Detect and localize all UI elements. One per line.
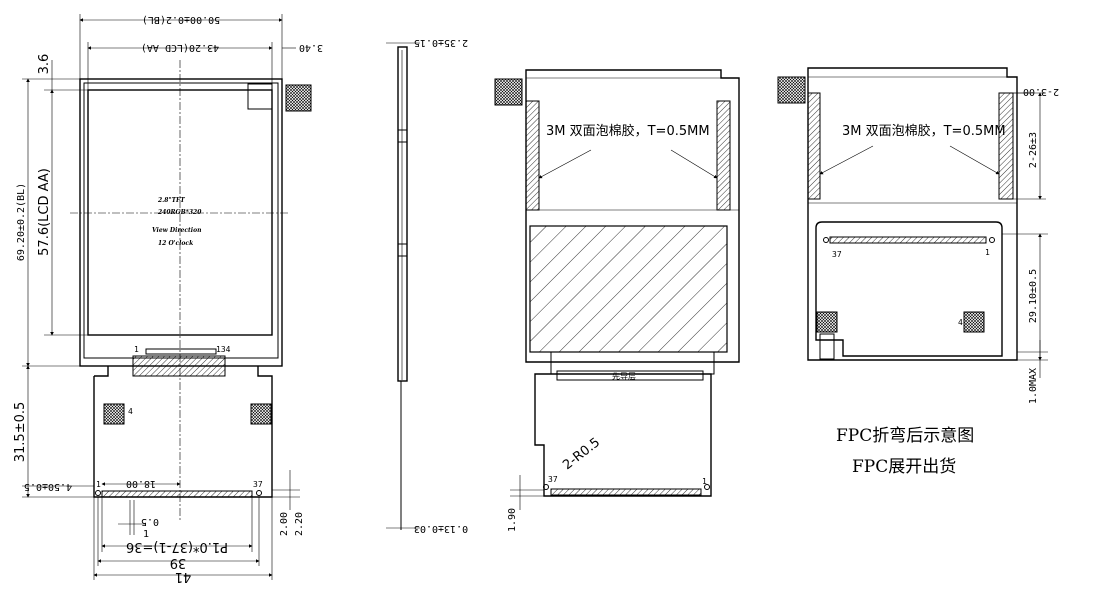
- bent-pad-4: [963, 311, 985, 333]
- bent-tape-left: [807, 92, 821, 200]
- dim-fpc-length: 31.5±0.5: [13, 402, 28, 463]
- dim-lcd-aa-height: 57.6(LCD AA): [37, 168, 52, 256]
- rear-tape-left: [525, 100, 540, 211]
- fpc-outline: [93, 366, 273, 498]
- dim-pin-height-2: 2.20: [294, 512, 305, 536]
- dim-bl-width: 50.00±0.2(BL): [142, 14, 220, 25]
- panel-label-view: View Direction: [152, 227, 201, 234]
- dim-pin-width: 0.5: [141, 516, 159, 527]
- fpc-hole-right: [256, 490, 262, 496]
- bent-tape-right: [998, 92, 1014, 200]
- dim-pitch: P1.0*(37-1)=36: [126, 539, 228, 554]
- bent-tape-note: 3M 双面泡棉胶，T=0.5MM: [842, 123, 1006, 139]
- dim-fpc-inner-width: 39: [170, 555, 187, 570]
- dim-top-gap: 3.6: [37, 54, 52, 75]
- ic-pad: [247, 83, 273, 110]
- dim-side-thickness: 2.35±0.15: [414, 37, 468, 48]
- bent-gold-fingers: [829, 236, 987, 244]
- dim-fpc-width: 41: [175, 569, 192, 584]
- rear-tab-left: [494, 78, 523, 106]
- panel-label-clock: 12 O'clock: [158, 240, 193, 247]
- bent-pin-1: 1: [985, 248, 990, 257]
- dim-pin-span: 18.00: [126, 478, 156, 489]
- panel-pin-first: 1: [134, 345, 139, 354]
- backlight-outline: [79, 78, 283, 367]
- dim-tape-length: 2-26±3: [1028, 132, 1039, 168]
- bezel-inner: [83, 82, 279, 359]
- bent-fpc-outline: [815, 221, 1003, 357]
- bent-pin-37: 37: [832, 250, 842, 259]
- dim-fpc-margin: 4.50±0.5: [24, 481, 72, 492]
- caption-after-bend: FPC折弯后示意图: [836, 426, 974, 446]
- dim-right-gap: 3.40: [299, 42, 323, 53]
- rear-gold-fingers: [550, 488, 702, 496]
- rear-pin-first: 1: [702, 477, 707, 486]
- fpc-pin-1: 1: [96, 480, 101, 489]
- rear-tape-right: [716, 100, 731, 211]
- dim-fpc-thickness: 0.13±0.03: [414, 523, 468, 534]
- dim-tape-width: 2-3.00: [1023, 86, 1059, 97]
- rear-fpc-marking: 先导层: [612, 371, 636, 381]
- front-view: 2.8"TFT 240RGB*320 View Direction 12 O'c…: [13, 14, 323, 584]
- side-bump-2: [397, 243, 408, 257]
- rear-radius: 2-R0.5: [560, 435, 603, 473]
- dim-max-gap: 1.0MAX: [1028, 368, 1039, 404]
- bent-tab: [777, 76, 806, 104]
- side-module-body: [397, 46, 408, 382]
- bent-pad-4-label: 4: [958, 318, 963, 327]
- rear-fpc-outline: [534, 373, 712, 497]
- panel-pin-strip: [145, 348, 217, 355]
- dim-pin-step: 1: [143, 529, 149, 540]
- fpc-pin-37: 37: [253, 480, 263, 489]
- side-bump-1: [397, 129, 408, 143]
- dim-bl-height: 69.20±0.2(BL): [16, 183, 27, 261]
- fpc-pad-4-label: 4: [128, 407, 133, 416]
- panel-label-res: 240RGB*320: [157, 209, 202, 216]
- rear-pin-last: 37: [548, 475, 558, 484]
- caption-shipped-flat: FPC展开出货: [852, 457, 956, 477]
- fpc-gold-fingers: [101, 490, 253, 498]
- dim-rear-bottom-gap: 1.90: [507, 508, 518, 532]
- bent-hinge: [819, 333, 835, 360]
- panel-pin-last: 134: [216, 345, 231, 354]
- side-view: 2.35±0.15 0.13±0.03: [386, 37, 468, 534]
- side-tab: [285, 84, 312, 112]
- fpc-pad-4: [103, 403, 125, 425]
- dim-pin-height-1: 2.00: [279, 512, 290, 536]
- dim-lcd-aa-width: 43.20(LCD AA): [141, 42, 219, 53]
- bent-pad-left: [816, 311, 838, 333]
- panel-label-size: 2.8"TFT: [157, 197, 185, 204]
- fpc-hole-left: [95, 490, 101, 496]
- rear-fpc-marking-box: [556, 370, 704, 381]
- rear-tape-note: 3M 双面泡棉胶，T=0.5MM: [546, 123, 710, 139]
- rear-pcb-hatch: [529, 225, 728, 353]
- rear-view: 3M 双面泡棉胶，T=0.5MM 先导层 2-R0.5 37 1 1.90: [494, 69, 740, 532]
- bent-outline: [807, 67, 1018, 361]
- fpc-neck-hatch: [132, 355, 226, 377]
- dim-bend-height: 29.10±0.5: [1028, 269, 1039, 323]
- bent-view: 3M 双面泡棉胶，T=0.5MM 37 1 4 2-3.00 2-26±3 29…: [777, 67, 1059, 404]
- fpc-pad-right: [250, 403, 272, 425]
